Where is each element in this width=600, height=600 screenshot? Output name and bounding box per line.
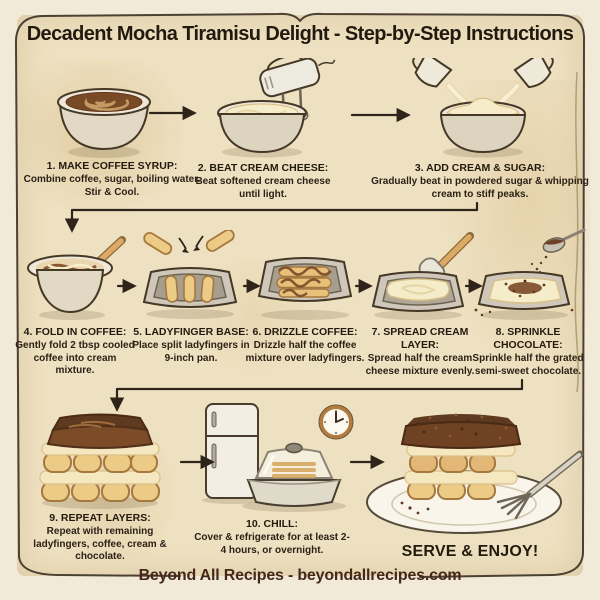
step-8: 8. SPRINKLE CHOCOLATE: Sprinkle half the… [464,326,592,378]
chocolate-sprinkle-pan-illustration [474,228,586,320]
footer-brand: Beyond All Recipes - beyondallrecipes.co… [138,567,462,584]
step-8-body: Sprinkle half the grated semi-sweet choc… [472,353,584,377]
fork-icon [496,450,584,520]
cream-sugar-pour-illustration [412,58,554,158]
serve-label: SERVE & ENJOY! [401,543,539,560]
step-3: 3. ADD CREAM & SUGAR: Gradually beat in … [370,162,590,201]
step-8-heading: 8. SPRINKLE CHOCOLATE: [493,326,563,352]
tiramisu-slice [400,413,522,500]
step-6: 6. DRIZZLE COFFEE: Drizzle half the coff… [243,326,367,365]
covered-dish-icon [242,442,346,512]
step-4-heading: 4. FOLD IN COFFEE: [23,326,127,338]
spoon-icon [542,228,586,253]
clock-icon [318,404,354,440]
ladyfinger-pan-illustration [142,230,238,319]
step-7-body: Spread half the cream cheese mixture eve… [365,353,475,377]
hand-mixer-bowl-illustration [217,58,336,158]
step-10-body: Cover & refrigerate for at least 2-4 hou… [194,532,350,556]
step-10-heading: 10. CHILL: [246,518,298,530]
layered-tiramisu-illustration [39,413,161,509]
step-10: 10. CHILL: Cover & refrigerate for at le… [192,518,352,557]
step-9: 9. REPEAT LAYERS: Repeat with remaining … [18,512,182,564]
step-1: 1. MAKE COFFEE SYRUP: Combine coffee, su… [22,160,202,199]
step-1-body: Combine coffee, sugar, boiling water. St… [23,174,201,198]
ladyfinger-row [43,452,158,473]
step-5-body: Place split ladyfingers in 9-inch pan. [132,340,250,364]
step-2: 2. BEAT CREAM CHEESE: Beat softened crea… [185,162,341,201]
step-6-heading: 6. DRIZZLE COFFEE: [252,326,358,338]
fold-coffee-bowl-illustration [27,236,126,320]
step-3-body: Gradually beat in powdered sugar & whipp… [371,176,589,200]
cream-pitcher-icon [412,58,453,88]
step-5: 5. LADYFINGER BASE: Place split ladyfing… [130,326,252,365]
step-2-heading: 2. BEAT CREAM CHEESE: [197,162,329,174]
cream-spread-pan-illustration [371,232,474,320]
page-title: Decadent Mocha Tiramisu Delight - Step-b… [26,23,574,45]
step-1-heading: 1. MAKE COFFEE SYRUP: [46,160,178,172]
step-7-heading: 7. SPREAD CREAM LAYER: [371,326,469,352]
coffee-syrup-bowl-illustration [57,88,151,158]
step-5-heading: 5. LADYFINGER BASE: [133,326,249,338]
tiramisu-plate-illustration [366,413,584,534]
step-6-body: Drizzle half the coffee mixture over lad… [245,340,365,364]
step-9-heading: 9. REPEAT LAYERS: [49,512,151,524]
ladyfinger-icon [205,230,235,252]
cream-pitcher-icon [513,58,554,89]
step-4: 4. FOLD IN COFFEE: Gently fold 2 tbsp co… [14,326,136,378]
step-4-body: Gently fold 2 tbsp cooled coffee into cr… [15,340,135,377]
coffee-drizzle-pan-illustration [257,257,353,320]
step-9-body: Repeat with remaining ladyfingers, coffe… [33,526,167,563]
ladyfinger-icon [143,231,173,255]
chill-scene-illustration [202,403,354,512]
step-2-body: Beat softened cream cheese until light. [195,176,331,200]
step-7: 7. SPREAD CREAM LAYER: Spread half the c… [357,326,483,378]
step-3-heading: 3. ADD CREAM & SUGAR: [414,162,546,174]
